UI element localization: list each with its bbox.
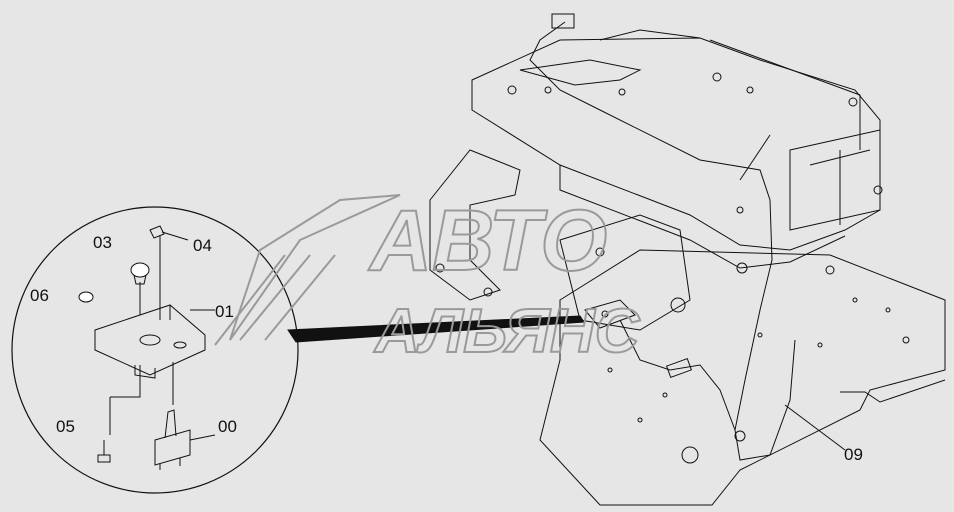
detail-circle: [11, 206, 299, 494]
callout-03: 03: [93, 233, 112, 252]
watermark: АВТО АЛЬЯНС: [214, 192, 642, 367]
callout-04: 04: [193, 236, 212, 255]
callout-00: 00: [218, 417, 237, 436]
callout-09: 09: [844, 445, 863, 464]
callout-05: 05: [56, 417, 75, 436]
watermark-line2: АЛЬЯНС: [373, 297, 641, 366]
callout-06: 06: [30, 286, 49, 305]
watermark-line1: АВТО: [368, 193, 607, 289]
zoom-leader: [287, 315, 585, 343]
base-frame: [429, 13, 946, 506]
callout-01: 01: [215, 302, 234, 321]
callout-09-leader: [784, 404, 846, 451]
